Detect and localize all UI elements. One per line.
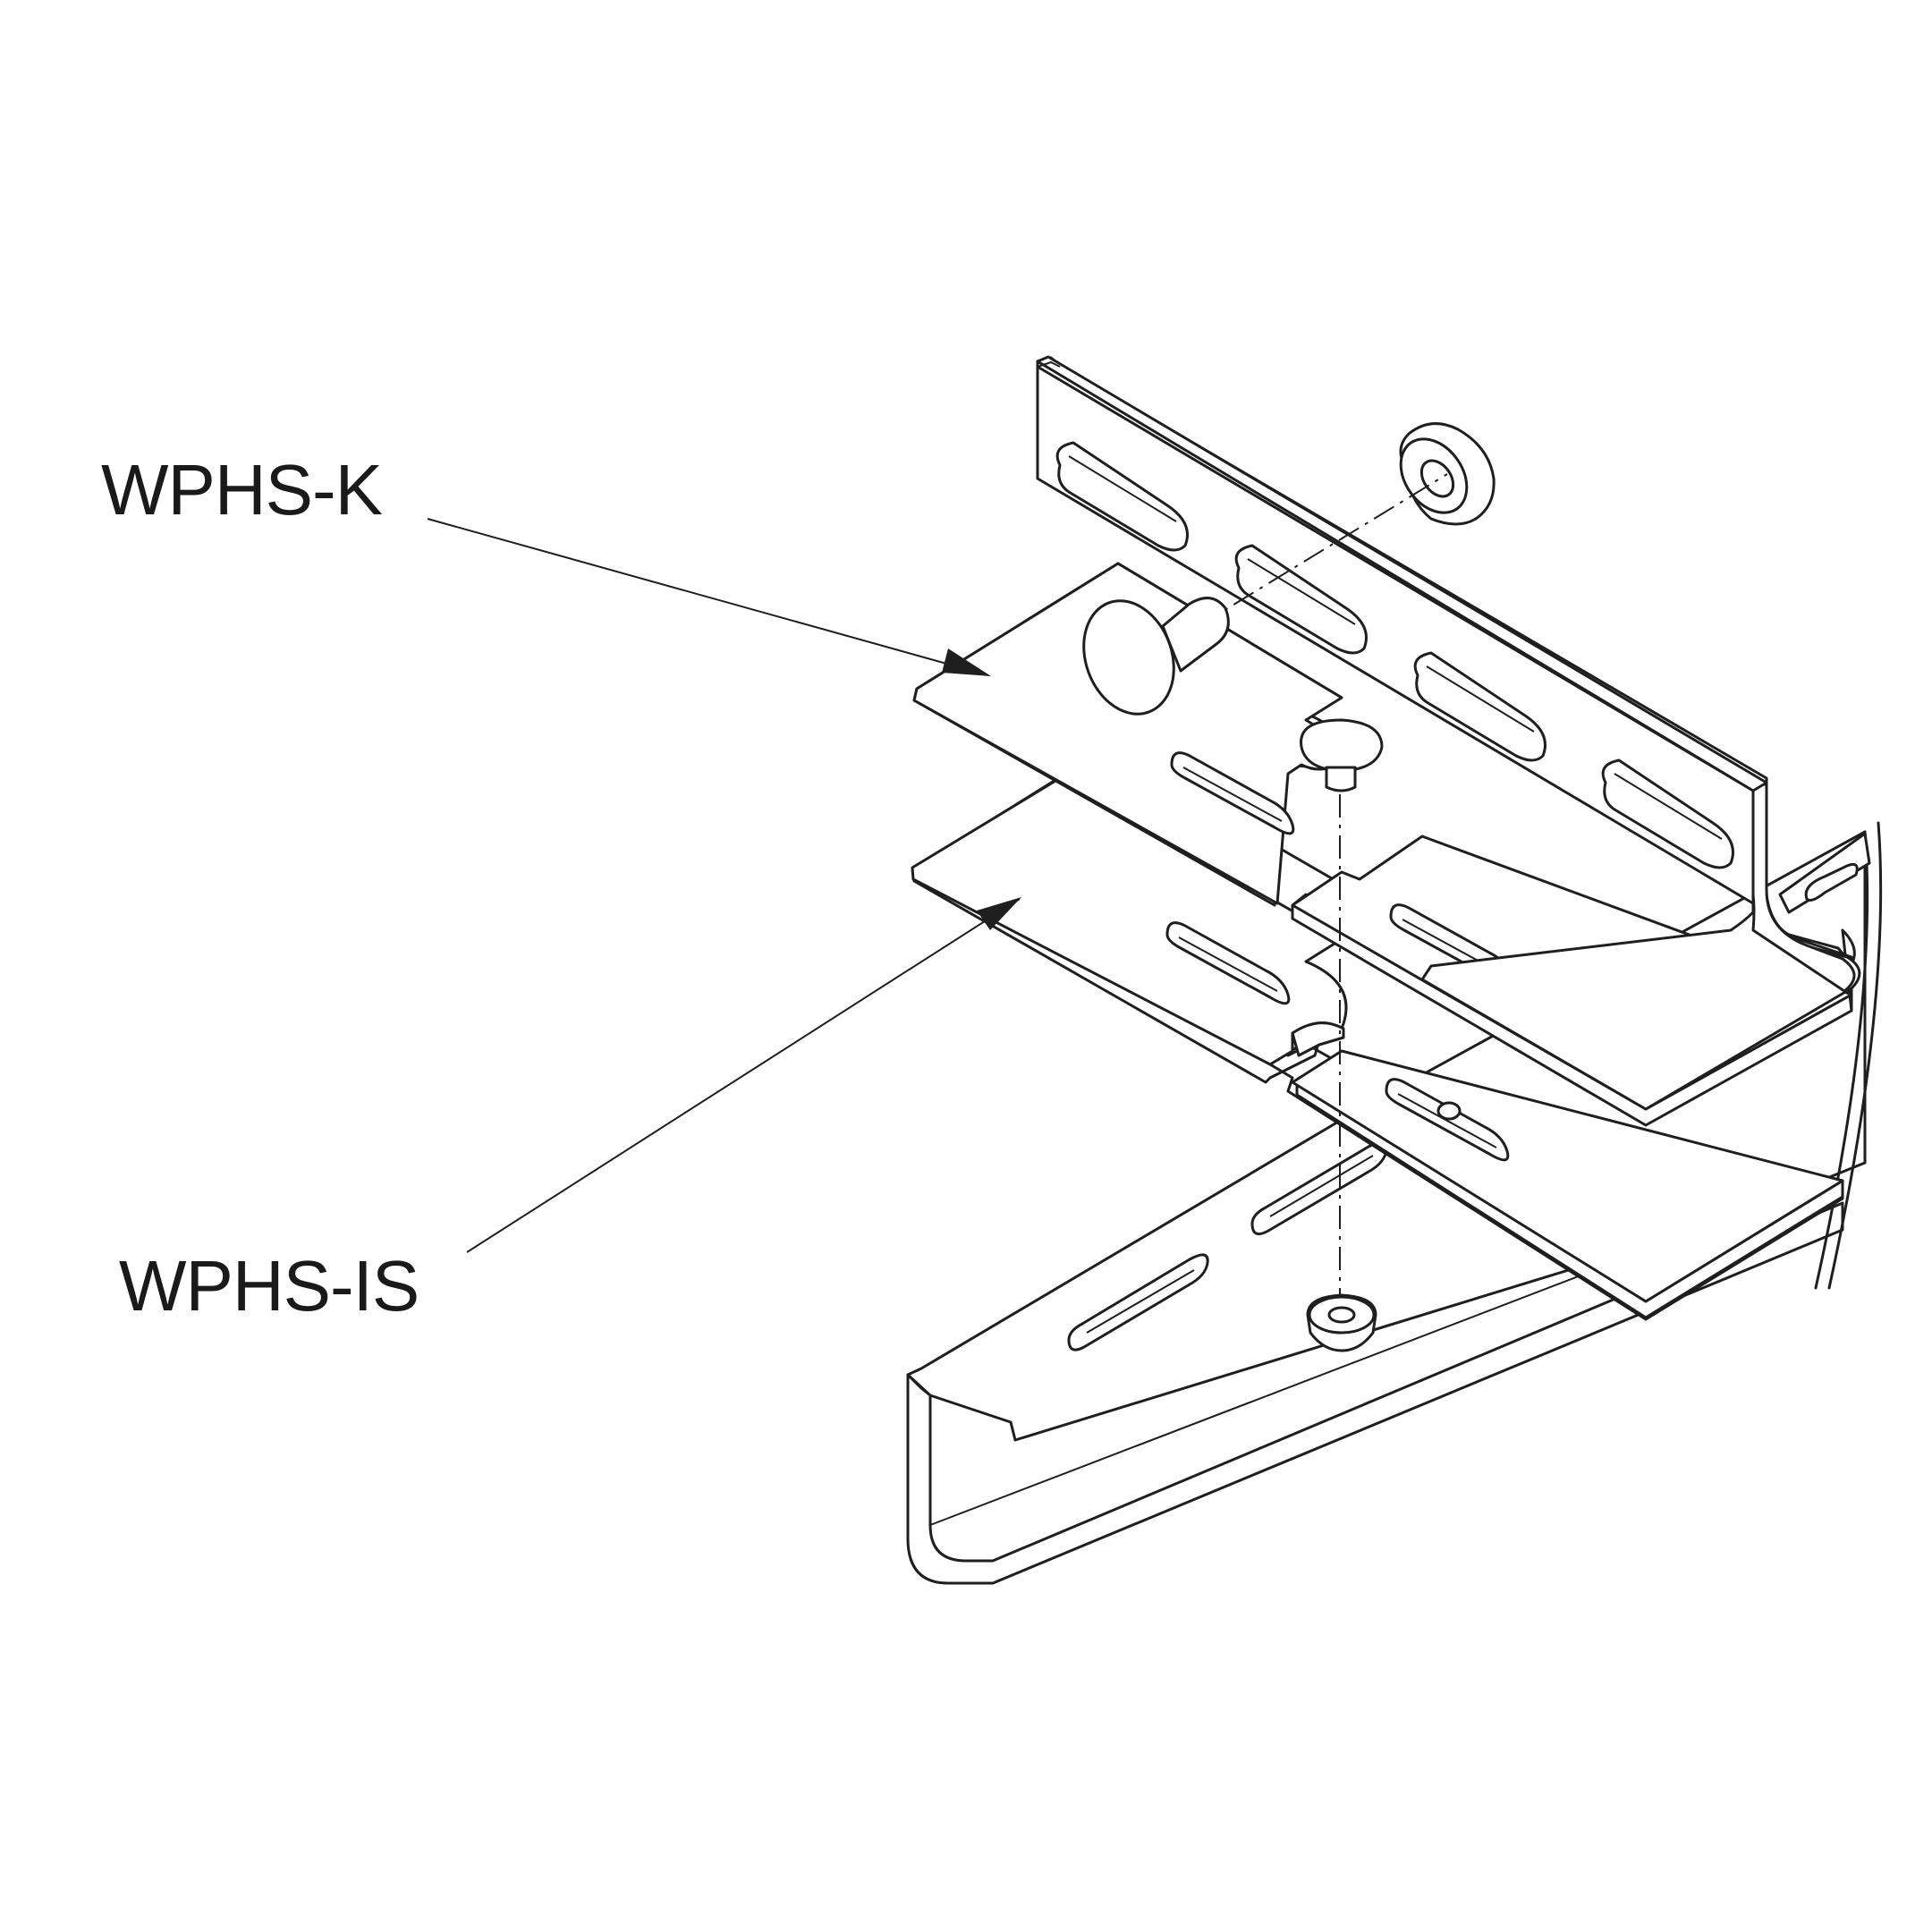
label-wphs-is: WPHS-IS — [119, 1246, 419, 1326]
rail-slot — [1413, 651, 1546, 762]
arrowhead-icon — [977, 897, 1021, 930]
arrowhead-icon — [942, 648, 991, 676]
plate-slot — [1170, 751, 1295, 835]
leader-wphs-k — [427, 518, 991, 676]
leader-wphs-is — [466, 897, 1021, 1253]
channel-slot — [1067, 1253, 1209, 1352]
flange-nut-top — [1399, 422, 1496, 526]
rail-slot — [1055, 441, 1189, 552]
carriage-bolt-vertical — [1300, 718, 1384, 792]
label-wphs-k: WPHS-K — [101, 450, 383, 530]
rail-slot — [1234, 544, 1368, 655]
carriage-bolt-horizontal — [1082, 597, 1230, 716]
plate-slot — [1165, 921, 1291, 1005]
plate-wphs-is — [911, 758, 1844, 1321]
rail-slot — [1601, 758, 1734, 869]
flange-nut-bottom — [1306, 1293, 1377, 1352]
side-rail — [1036, 355, 1871, 1111]
plate-slot — [1385, 1078, 1510, 1162]
